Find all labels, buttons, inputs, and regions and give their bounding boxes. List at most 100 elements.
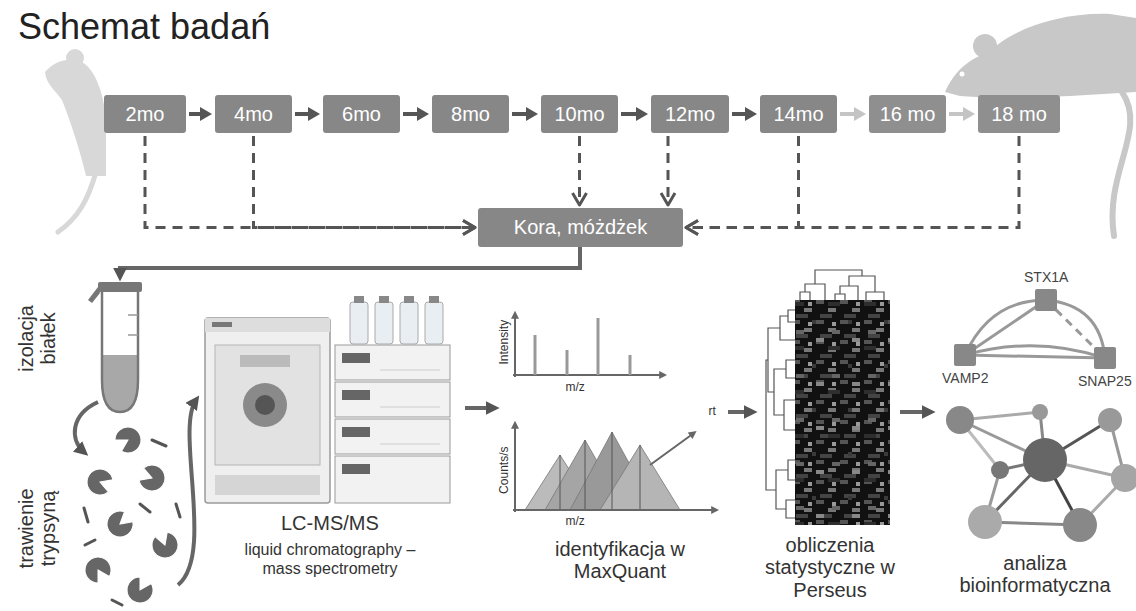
trypsin-enzyme bbox=[102, 507, 137, 543]
lc-ms-instrument bbox=[350, 302, 368, 344]
protein-name: SNAP25 bbox=[1078, 373, 1132, 390]
diagram-title: Schemat badań bbox=[18, 6, 270, 48]
chromatogram bbox=[612, 432, 613, 510]
lc-ms-instrument bbox=[335, 382, 450, 417]
interaction-network bbox=[946, 406, 974, 434]
chromatogram bbox=[585, 440, 586, 510]
heatmap bbox=[849, 276, 875, 292]
lc-ms-instrument bbox=[205, 318, 330, 332]
lc-ms-instrument bbox=[240, 355, 290, 367]
peptide-fragment bbox=[152, 440, 166, 446]
process-arrow bbox=[728, 410, 752, 414]
chromatogram bbox=[513, 424, 716, 512]
lc-ms-instrument bbox=[335, 345, 450, 380]
interaction-network bbox=[968, 505, 1002, 539]
arrow-head bbox=[573, 193, 587, 205]
protein-name: VAMP2 bbox=[942, 370, 988, 387]
sampling-arrow bbox=[254, 136, 475, 228]
rat-large bbox=[945, 14, 1136, 98]
process-arrow bbox=[900, 410, 930, 414]
interaction-network bbox=[946, 404, 1136, 542]
timepoint-box: 14mo bbox=[760, 95, 837, 133]
lc-ms-instrument bbox=[215, 345, 320, 465]
trypsin-enzyme bbox=[80, 552, 115, 586]
timepoint-box: 12mo bbox=[651, 95, 729, 133]
timepoint-box: 16 mo bbox=[869, 95, 946, 133]
process-arrow bbox=[465, 406, 494, 410]
step-caption: obliczenia statystyczne w Perseus bbox=[745, 534, 915, 601]
trypsin-enzyme bbox=[149, 530, 182, 562]
mass-spectrum bbox=[513, 314, 664, 377]
sample-box: Kora, móżdżek bbox=[478, 208, 683, 247]
heatmap bbox=[795, 300, 890, 525]
rat-small bbox=[58, 172, 96, 232]
peptide-fragment bbox=[84, 508, 88, 522]
interaction-network bbox=[1098, 408, 1122, 432]
mass-spectrum bbox=[566, 350, 569, 375]
sampling-arrow bbox=[687, 136, 1019, 228]
test-tube bbox=[98, 282, 142, 292]
arrow-head bbox=[308, 107, 320, 121]
interaction-network bbox=[1032, 404, 1048, 420]
rat-large bbox=[945, 14, 1136, 236]
trypsin-enzyme bbox=[122, 574, 157, 608]
arrow-head bbox=[526, 107, 538, 121]
lc-ms-instrument bbox=[205, 296, 450, 503]
heatmap bbox=[766, 360, 776, 490]
sampling-arrow bbox=[667, 136, 670, 204]
trypsin-enzyme bbox=[137, 462, 169, 495]
protein-node bbox=[1094, 347, 1116, 369]
box-label: 2mo bbox=[126, 103, 165, 126]
box-label: 12mo bbox=[665, 103, 715, 126]
test-tube bbox=[102, 292, 138, 412]
arrow-head bbox=[417, 107, 429, 121]
trypsin-enzyme bbox=[80, 422, 181, 607]
box-label: 8mo bbox=[451, 103, 490, 126]
rat-small bbox=[45, 49, 106, 232]
timepoint-box: 8mo bbox=[432, 95, 509, 133]
axis-label: Intensity bbox=[497, 320, 511, 365]
mass-spectrum bbox=[629, 355, 632, 375]
lc-ms-instrument bbox=[354, 296, 364, 303]
lc-ms-instrument bbox=[212, 322, 232, 327]
heatmap bbox=[784, 400, 795, 430]
rat-small bbox=[45, 60, 106, 176]
lc-ms-instrument bbox=[380, 370, 440, 371]
arrow-head bbox=[463, 221, 475, 235]
lc-ms-instrument bbox=[375, 302, 393, 344]
sampling-arrow bbox=[687, 136, 799, 228]
interaction-network bbox=[1023, 438, 1067, 482]
test-tube bbox=[128, 314, 138, 316]
step-caption: identyfikacja w MaxQuant bbox=[515, 538, 725, 583]
sampling-arrow bbox=[578, 136, 581, 204]
heatmap bbox=[866, 292, 884, 300]
sample-arrow bbox=[120, 247, 580, 276]
lc-ms-instrument bbox=[205, 318, 330, 503]
sample-arrow bbox=[120, 247, 580, 276]
protein-network bbox=[965, 346, 1105, 358]
trypsin-enzyme bbox=[112, 422, 146, 457]
protein-node bbox=[954, 289, 1116, 369]
lc-ms-instrument bbox=[335, 419, 450, 454]
interaction-network bbox=[1063, 508, 1097, 542]
lc-ms-instrument bbox=[379, 296, 389, 303]
box-label: 16 mo bbox=[880, 103, 936, 126]
heatmap bbox=[840, 286, 858, 300]
rat-small bbox=[66, 49, 84, 67]
interaction-network bbox=[991, 461, 1009, 479]
lc-ms-instrument bbox=[342, 427, 370, 437]
peptide-fragment bbox=[112, 600, 122, 605]
lc-ms-instrument bbox=[429, 296, 439, 303]
lc-ms-instrument bbox=[380, 407, 440, 408]
lc-ms-instrument bbox=[380, 444, 440, 445]
axis-label: Counts/s bbox=[497, 447, 511, 494]
lc-ms-instrument bbox=[404, 296, 414, 303]
protein-network bbox=[965, 355, 1105, 358]
arrow-head bbox=[636, 107, 648, 121]
heatmap bbox=[776, 470, 788, 509]
lc-ms-instrument bbox=[243, 383, 287, 427]
sampling-arrow bbox=[145, 136, 474, 228]
timepoint-box: 2mo bbox=[104, 95, 186, 133]
instrument-caption: liquid chromatography – mass spectrometr… bbox=[228, 540, 433, 578]
chromatogram bbox=[560, 455, 561, 510]
